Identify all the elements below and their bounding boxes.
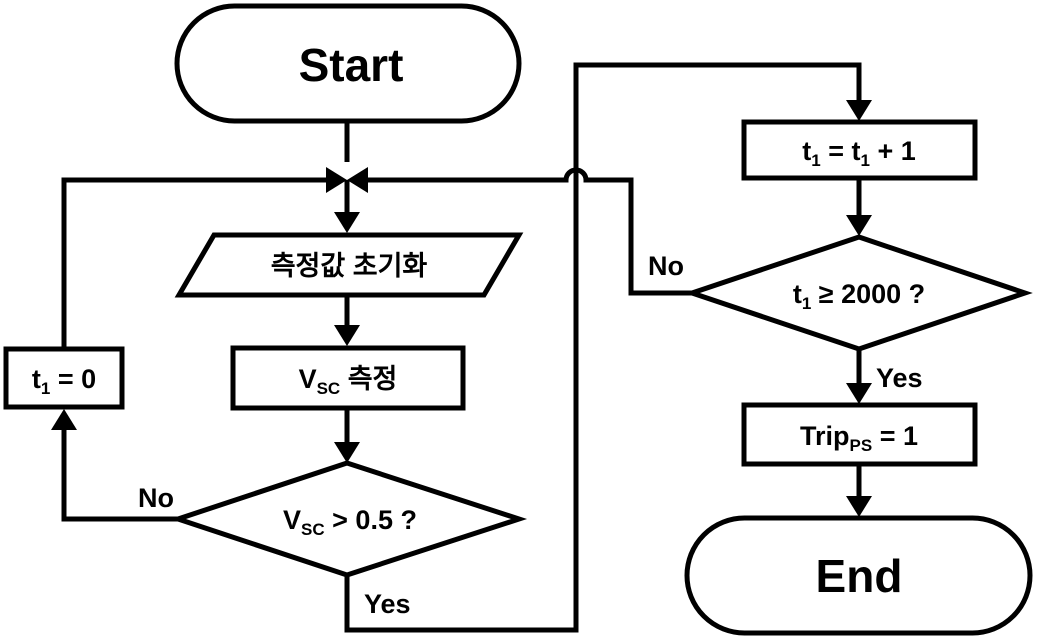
arrow-into-end: [846, 496, 872, 517]
edge-decision1-yes: [344, 62, 862, 633]
arrow-into-reset: [51, 409, 77, 430]
arrow-into-init: [334, 212, 360, 233]
arrow-into-decision2: [846, 215, 872, 236]
arrow-into-increment: [846, 100, 872, 121]
decision2-yes-label: Yes: [876, 363, 923, 393]
increment-process: [741, 119, 978, 181]
trip-process: [741, 402, 978, 467]
decision2-no-label: No: [648, 251, 684, 281]
arrow-into-measure: [334, 325, 360, 346]
start-label: Start: [299, 39, 404, 91]
reset-process: [3, 346, 125, 410]
decision1-no-label: No: [138, 483, 174, 513]
measure-label: VSC 측정: [299, 364, 398, 398]
init-label: 측정값 초기화: [271, 251, 428, 281]
decision1-label: VSC > 0.5 ?: [283, 505, 417, 539]
end-terminal: [684, 515, 1033, 636]
edge-decision2-no-junction: [366, 167, 692, 296]
decision2-diamond: [684, 234, 1033, 352]
decision2-label: t1 ≥ 2000 ?: [793, 279, 925, 313]
edge-decision1-no: [61, 430, 178, 522]
measure-process: [230, 345, 466, 411]
decision1-yes-label: Yes: [364, 589, 411, 619]
start-terminal: [174, 3, 522, 124]
arrow-into-decision1: [334, 442, 360, 463]
end-label: End: [816, 550, 903, 602]
init-parallelogram: [174, 232, 524, 298]
increment-label: t1 = t1 + 1: [802, 136, 916, 170]
arrow-left-into-junction: [326, 167, 347, 193]
decision1-diamond: [170, 460, 528, 578]
arrow-right-into-junction: [347, 167, 368, 193]
arrow-into-trip: [846, 383, 872, 404]
edge-reset-junction: [61, 177, 328, 349]
trip-label: TripPS = 1: [800, 421, 918, 455]
reset-label: t1 = 0: [32, 364, 96, 398]
